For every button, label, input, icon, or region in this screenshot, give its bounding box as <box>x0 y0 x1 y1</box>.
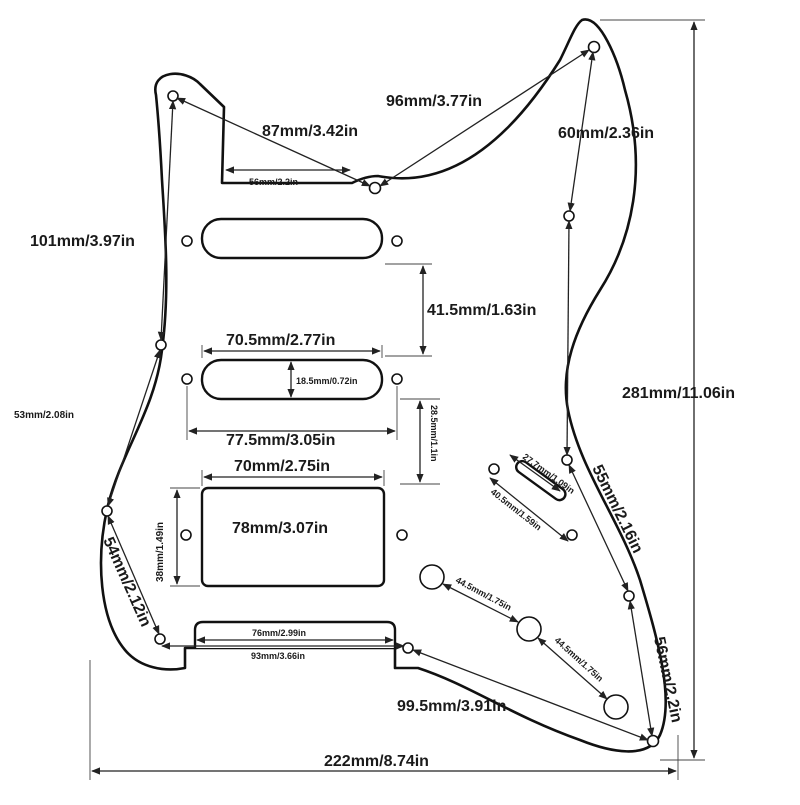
label-left-mid-screws: 53mm/2.08in <box>14 410 74 421</box>
label-neck-cavity-width: 56mm/2.2in <box>249 177 298 187</box>
label-humbucker-screw-span: 78mm/3.07in <box>232 520 328 537</box>
tone1-knob-hole <box>516 616 542 642</box>
switch-screw-bottom <box>566 529 578 541</box>
screw-hole-right-mid <box>561 454 573 466</box>
screw-hole-left-lower <box>154 633 166 645</box>
label-bottom-screw-to-corner: 99.5mm/3.91in <box>397 698 506 715</box>
middle-pickup-screw-left <box>181 373 193 385</box>
middle-pickup-screw-right <box>391 373 403 385</box>
screw-hole-neck <box>368 181 382 195</box>
screw-hole-top-left <box>167 90 179 102</box>
label-humbucker-height: 38mm/1.49in <box>155 522 166 582</box>
label-total-height: 281mm/11.06in <box>622 385 735 402</box>
humbucker-cavity <box>200 486 386 588</box>
label-total-width: 222mm/8.74in <box>324 753 429 770</box>
label-left-top-screws: 101mm/3.97in <box>30 233 135 250</box>
humbucker-screw-right <box>396 529 408 541</box>
neck-pickup-cavity <box>200 217 384 260</box>
volume-knob-hole <box>419 564 445 590</box>
neck-pickup-screw-right <box>391 235 403 247</box>
label-neck-to-horn: 96mm/3.77in <box>386 93 482 110</box>
screw-hole-right-upper <box>563 210 575 222</box>
screw-hole-horn <box>587 40 601 54</box>
label-bottom-cavity-width: 76mm/2.99in <box>252 628 306 638</box>
screw-hole-right-lower <box>623 590 635 602</box>
label-pickup-spacing: 41.5mm/1.63in <box>427 302 536 319</box>
label-single-coil-height: 18.5mm/0.72in <box>296 376 358 386</box>
humbucker-screw-left <box>180 529 192 541</box>
label-single-coil-screw-span: 77.5mm/3.05in <box>226 432 335 449</box>
screw-hole-bottom <box>402 642 414 654</box>
label-top-left-to-neck: 87mm/3.42in <box>262 123 358 140</box>
label-single-coil-width: 70.5mm/2.77in <box>226 332 335 349</box>
label-horn-to-right: 60mm/2.36in <box>558 125 654 142</box>
label-single-to-humbucker: 28.5mm/1.1in <box>429 405 439 462</box>
switch-screw-top <box>488 463 500 475</box>
screw-hole-bottom-right <box>646 734 660 748</box>
label-bottom-cavity-span: 93mm/3.66in <box>251 651 305 661</box>
screw-hole-left-mid <box>101 505 113 517</box>
neck-pickup-screw-left <box>181 235 193 247</box>
screw-hole-left-upper <box>155 339 167 351</box>
label-humbucker-width: 70mm/2.75in <box>234 458 330 475</box>
tone2-knob-hole <box>603 694 629 720</box>
